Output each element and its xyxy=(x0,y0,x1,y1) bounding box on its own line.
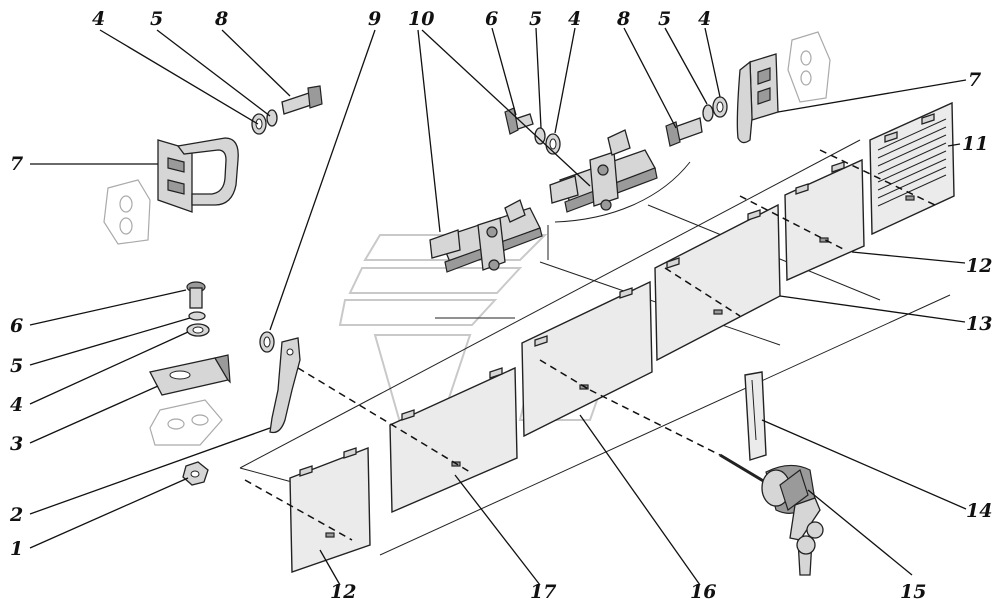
assembly-dash-lines xyxy=(244,149,936,541)
latch-hook-10-left xyxy=(429,199,543,273)
label-11: 11 xyxy=(962,133,988,155)
washer-5-top-mid xyxy=(534,127,546,145)
bolt-8-top-left xyxy=(281,85,323,115)
bolt-6-top-mid xyxy=(504,107,534,135)
label-8-top-right: 8 xyxy=(616,8,630,30)
label-4-left: 4 xyxy=(10,394,23,416)
label-17: 17 xyxy=(530,581,556,603)
lock-cylinder-15 xyxy=(719,453,816,514)
label-7-right: 7 xyxy=(968,69,981,91)
washer-5-top-right xyxy=(702,104,714,122)
washer-5-left xyxy=(188,311,206,321)
label-7-left: 7 xyxy=(10,153,23,175)
lock-pin-14 xyxy=(744,371,767,461)
label-15: 15 xyxy=(900,581,926,603)
label-2: 2 xyxy=(9,504,23,526)
washer-4-top-right xyxy=(712,96,728,118)
label-6-left: 6 xyxy=(10,315,23,337)
label-4-top-left: 4 xyxy=(92,8,105,30)
label-12-right: 12 xyxy=(966,255,992,277)
label-5-top-mid: 5 xyxy=(529,8,542,30)
label-6-top: 6 xyxy=(485,8,498,30)
washer-4-top-mid xyxy=(545,133,561,155)
label-4-top-mid: 4 xyxy=(568,8,581,30)
cover-panel-12-left xyxy=(289,446,371,573)
label-14: 14 xyxy=(966,500,992,522)
cover-panel-16 xyxy=(521,280,653,438)
washer-5-top-left xyxy=(266,109,278,127)
keys-15 xyxy=(789,497,824,576)
label-9: 9 xyxy=(368,8,381,30)
washer-9 xyxy=(259,331,275,353)
label-1: 1 xyxy=(10,538,23,560)
label-13: 13 xyxy=(966,313,992,335)
label-4-top-right: 4 xyxy=(698,8,711,30)
label-5-top-right: 5 xyxy=(658,8,671,30)
cover-panel-12-right xyxy=(784,158,865,282)
plate-3 xyxy=(149,354,231,396)
bolt-6-left xyxy=(186,281,206,309)
label-5-top-left: 5 xyxy=(150,8,163,30)
lever-2 xyxy=(269,337,301,434)
vent-grille-11 xyxy=(869,101,955,236)
part-number-labels: 4 5 8 9 10 6 5 4 8 5 4 7 7 11 12 13 6 5 … xyxy=(9,8,992,603)
handle-bracket-7-left xyxy=(157,137,239,213)
label-12-bottom: 12 xyxy=(330,581,356,603)
washer-4-left xyxy=(186,323,210,337)
leader-lines xyxy=(29,27,967,586)
label-16: 16 xyxy=(690,581,716,603)
label-5-left: 5 xyxy=(10,355,23,377)
cover-panel-17 xyxy=(389,366,518,514)
cover-panel-13 xyxy=(654,203,781,362)
latch-hook-10-right xyxy=(549,129,658,213)
label-8-top-left: 8 xyxy=(214,8,228,30)
gasket-ghost-left xyxy=(103,179,151,245)
bolt-8-top-right xyxy=(665,117,703,147)
label-3: 3 xyxy=(10,433,23,455)
handle-bracket-7-right xyxy=(736,53,779,144)
gasket-ghost-lower xyxy=(149,399,223,446)
washer-4-top-left xyxy=(251,113,267,135)
label-10: 10 xyxy=(408,8,434,30)
assembly-frame-lines xyxy=(239,139,951,556)
nut-1 xyxy=(182,461,209,486)
gasket-ghost-right xyxy=(787,31,831,103)
